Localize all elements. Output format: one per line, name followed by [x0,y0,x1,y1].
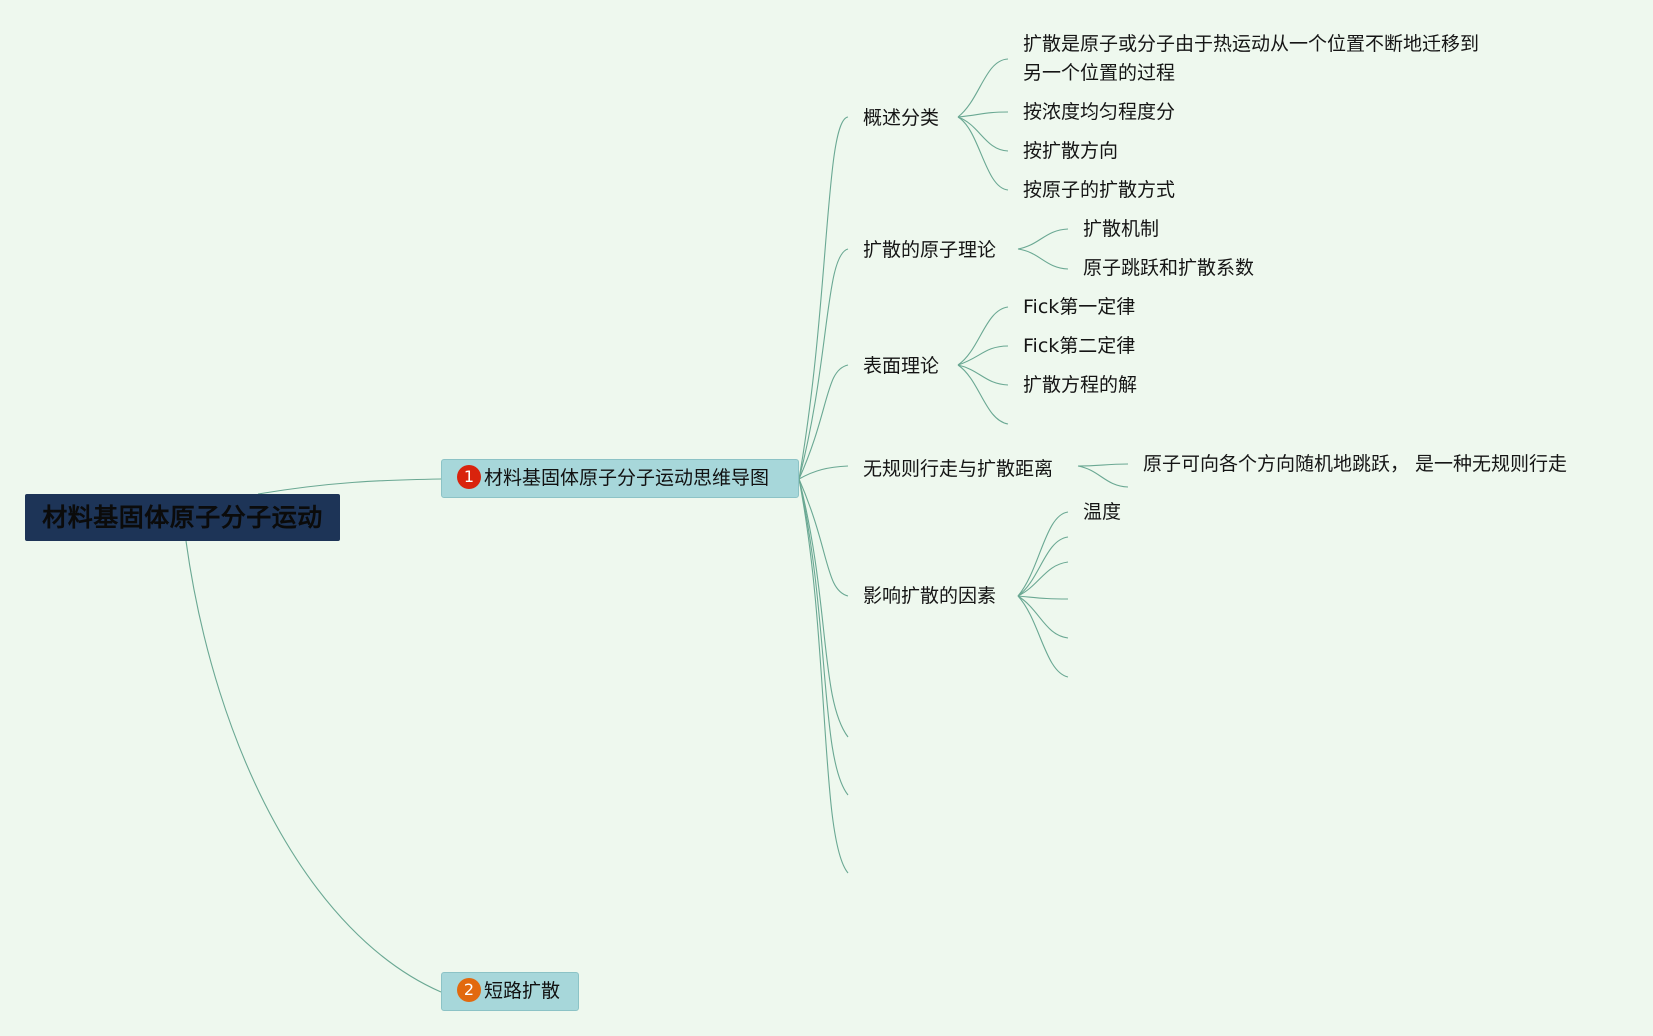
connector-b3-c4 [957,364,1009,425]
connector-b1-c1 [957,58,1009,118]
leaf-by-concentration[interactable]: 按浓度均匀程度分 [1023,101,1176,123]
connector-b5-c4 [1017,595,1069,600]
connector-b5-c6 [1017,595,1069,678]
leaf-temperature[interactable]: 温度 [1083,501,1122,523]
connector-b5-c1 [1017,511,1069,597]
leaf-atomic-jump[interactable]: 原子跳跃和扩散系数 [1083,257,1255,279]
connector-b4-c2 [1077,465,1129,488]
leaf-diffusion-equation[interactable]: 扩散方程的解 [1023,374,1138,396]
leaf-diffusion-mechanism[interactable]: 扩散机制 [1083,218,1160,240]
connector-b3-c3 [957,364,1009,386]
connector-main-branch-5 [798,478,849,597]
leaf-by-direction[interactable]: 按扩散方向 [1023,140,1119,162]
connector-main-branch-1 [798,116,849,480]
connector-main-extra-1 [798,478,849,738]
main-topic-1-label: 材料基固体原子分子运动思维导图 [484,467,770,489]
connector-main-branch-2 [798,248,849,480]
connector-b4-c1 [1077,463,1129,467]
branch-random-walk[interactable]: 无规则行走与扩散距离 [863,458,1054,480]
leaf-by-atomic-mode[interactable]: 按原子的扩散方式 [1023,179,1176,201]
priority-2-icon: 2 [457,978,481,1002]
connector-b2-c1 [1017,228,1069,250]
branch-surface-theory[interactable]: 表面理论 [863,355,940,377]
leaf-random-jump[interactable]: 原子可向各个方向随机地跳跃， 是一种无规则行走 [1143,453,1568,475]
connector-b3-c1 [957,306,1009,366]
connector-b5-c2 [1017,536,1069,597]
connector-b3-c2 [957,345,1009,366]
root-topic[interactable]: 材料基固体原子分子运动 [25,494,340,541]
connector-root-main-1 [257,478,442,495]
connector-b1-c2 [957,111,1009,118]
leaf-diffusion-definition-cont[interactable]: 另一个位置的过程 [1023,62,1176,84]
connector-b5-c3 [1017,561,1069,597]
leaf-fick-second-law[interactable]: Fick第二定律 [1023,335,1136,357]
connector-b1-c4 [957,116,1009,191]
branch-factors[interactable]: 影响扩散的因素 [863,585,997,607]
branch-atomic-theory[interactable]: 扩散的原子理论 [863,239,997,261]
leaf-fick-first-law[interactable]: Fick第一定律 [1023,296,1136,318]
connector-root-main-2 [185,540,442,993]
branch-overview[interactable]: 概述分类 [863,107,940,129]
connector-b5-c5 [1017,595,1069,639]
connector-main-branch-3 [798,364,849,480]
connector-main-branch-4 [798,465,849,480]
leaf-diffusion-definition[interactable]: 扩散是原子或分子由于热运动从一个位置不断地迁移到 [1023,33,1480,55]
connector-b2-c2 [1017,248,1069,270]
priority-1-icon: 1 [457,465,481,489]
connector-main-extra-2 [798,478,849,796]
connector-b1-c3 [957,116,1009,152]
connector-main-extra-3 [798,478,849,874]
main-topic-2-label: 短路扩散 [484,980,561,1002]
